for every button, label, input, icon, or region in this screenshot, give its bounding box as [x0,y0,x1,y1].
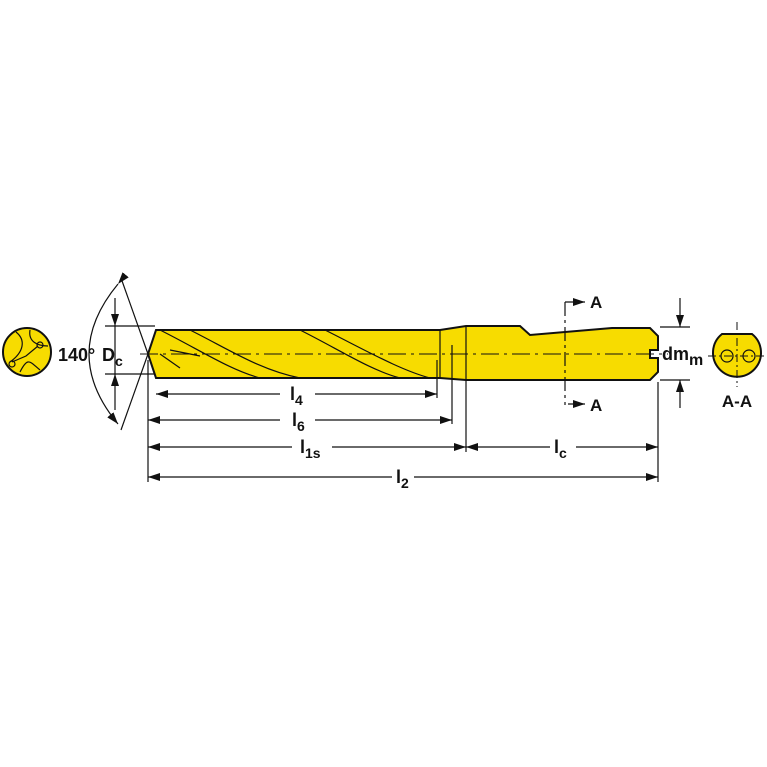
dc-label: Dc [102,345,123,369]
section-bottom-label: A [590,396,602,415]
dmm-label: dmm [662,344,703,369]
section-view-label: A-A [722,392,752,411]
tip-end-view [2,327,52,377]
section-cut-marker [564,298,585,408]
extension-lines [147,345,659,482]
l2-label: l2 [396,467,409,491]
section-top-label: A [590,293,602,312]
lc-label: lc [554,437,567,461]
l6-label: l6 [292,410,305,434]
section-view [708,322,767,387]
point-angle-dimension [88,272,155,431]
shank-diameter-dimension [660,298,690,408]
l1s-label: l1s [300,437,321,461]
l4-label: l4 [290,384,303,408]
drill-body [146,325,659,381]
angle-label: 140° [58,345,95,365]
